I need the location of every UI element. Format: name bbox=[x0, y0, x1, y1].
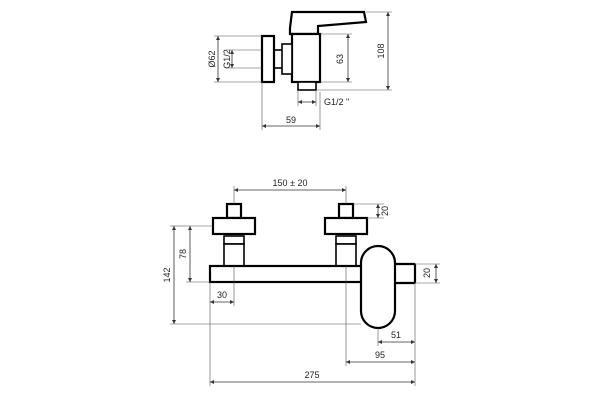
total-height-label: 108 bbox=[376, 43, 386, 58]
height-142-label: 142 bbox=[162, 267, 172, 282]
inlet-top-label: 20 bbox=[380, 206, 390, 216]
offset-30-label: 30 bbox=[217, 290, 227, 300]
total-width-label: 275 bbox=[304, 370, 319, 380]
left-inlet-pipe bbox=[225, 202, 243, 220]
side-lever-handle bbox=[288, 10, 368, 36]
right-wall-flange bbox=[323, 216, 369, 236]
front-view: 150 ± 20 20 20 78 142 30 51 95 bbox=[162, 178, 440, 386]
left-nut-upper bbox=[223, 235, 245, 245]
left-nut-lower bbox=[223, 243, 245, 267]
inlet-thread-label: G1/2 bbox=[222, 49, 232, 69]
offset-95-label: 95 bbox=[375, 350, 385, 360]
right-nut-upper bbox=[335, 235, 357, 245]
lever-handle-oval bbox=[359, 244, 397, 330]
left-wall-flange bbox=[211, 216, 257, 236]
right-inlet-pipe bbox=[337, 202, 355, 220]
handle-height-label: 20 bbox=[422, 268, 432, 278]
offset-51-label: 51 bbox=[391, 330, 401, 340]
right-nut-lower bbox=[335, 243, 357, 267]
inlet-spacing-label: 150 ± 20 bbox=[273, 178, 308, 188]
side-connector-nut bbox=[281, 43, 293, 75]
depth-label: 59 bbox=[286, 115, 296, 125]
height-78-label: 78 bbox=[178, 249, 188, 259]
mixer-body-bar bbox=[208, 264, 364, 284]
side-mixer-body bbox=[290, 32, 322, 84]
diameter-label: Ø62 bbox=[207, 50, 217, 67]
side-view: Ø62 G1/2 63 108 G1/2 " 59 bbox=[207, 10, 392, 130]
outlet-thread-label: G1/2 " bbox=[324, 97, 349, 107]
body-height-label: 63 bbox=[335, 54, 345, 64]
side-wall-flange bbox=[260, 34, 276, 84]
side-outlet bbox=[297, 81, 317, 91]
